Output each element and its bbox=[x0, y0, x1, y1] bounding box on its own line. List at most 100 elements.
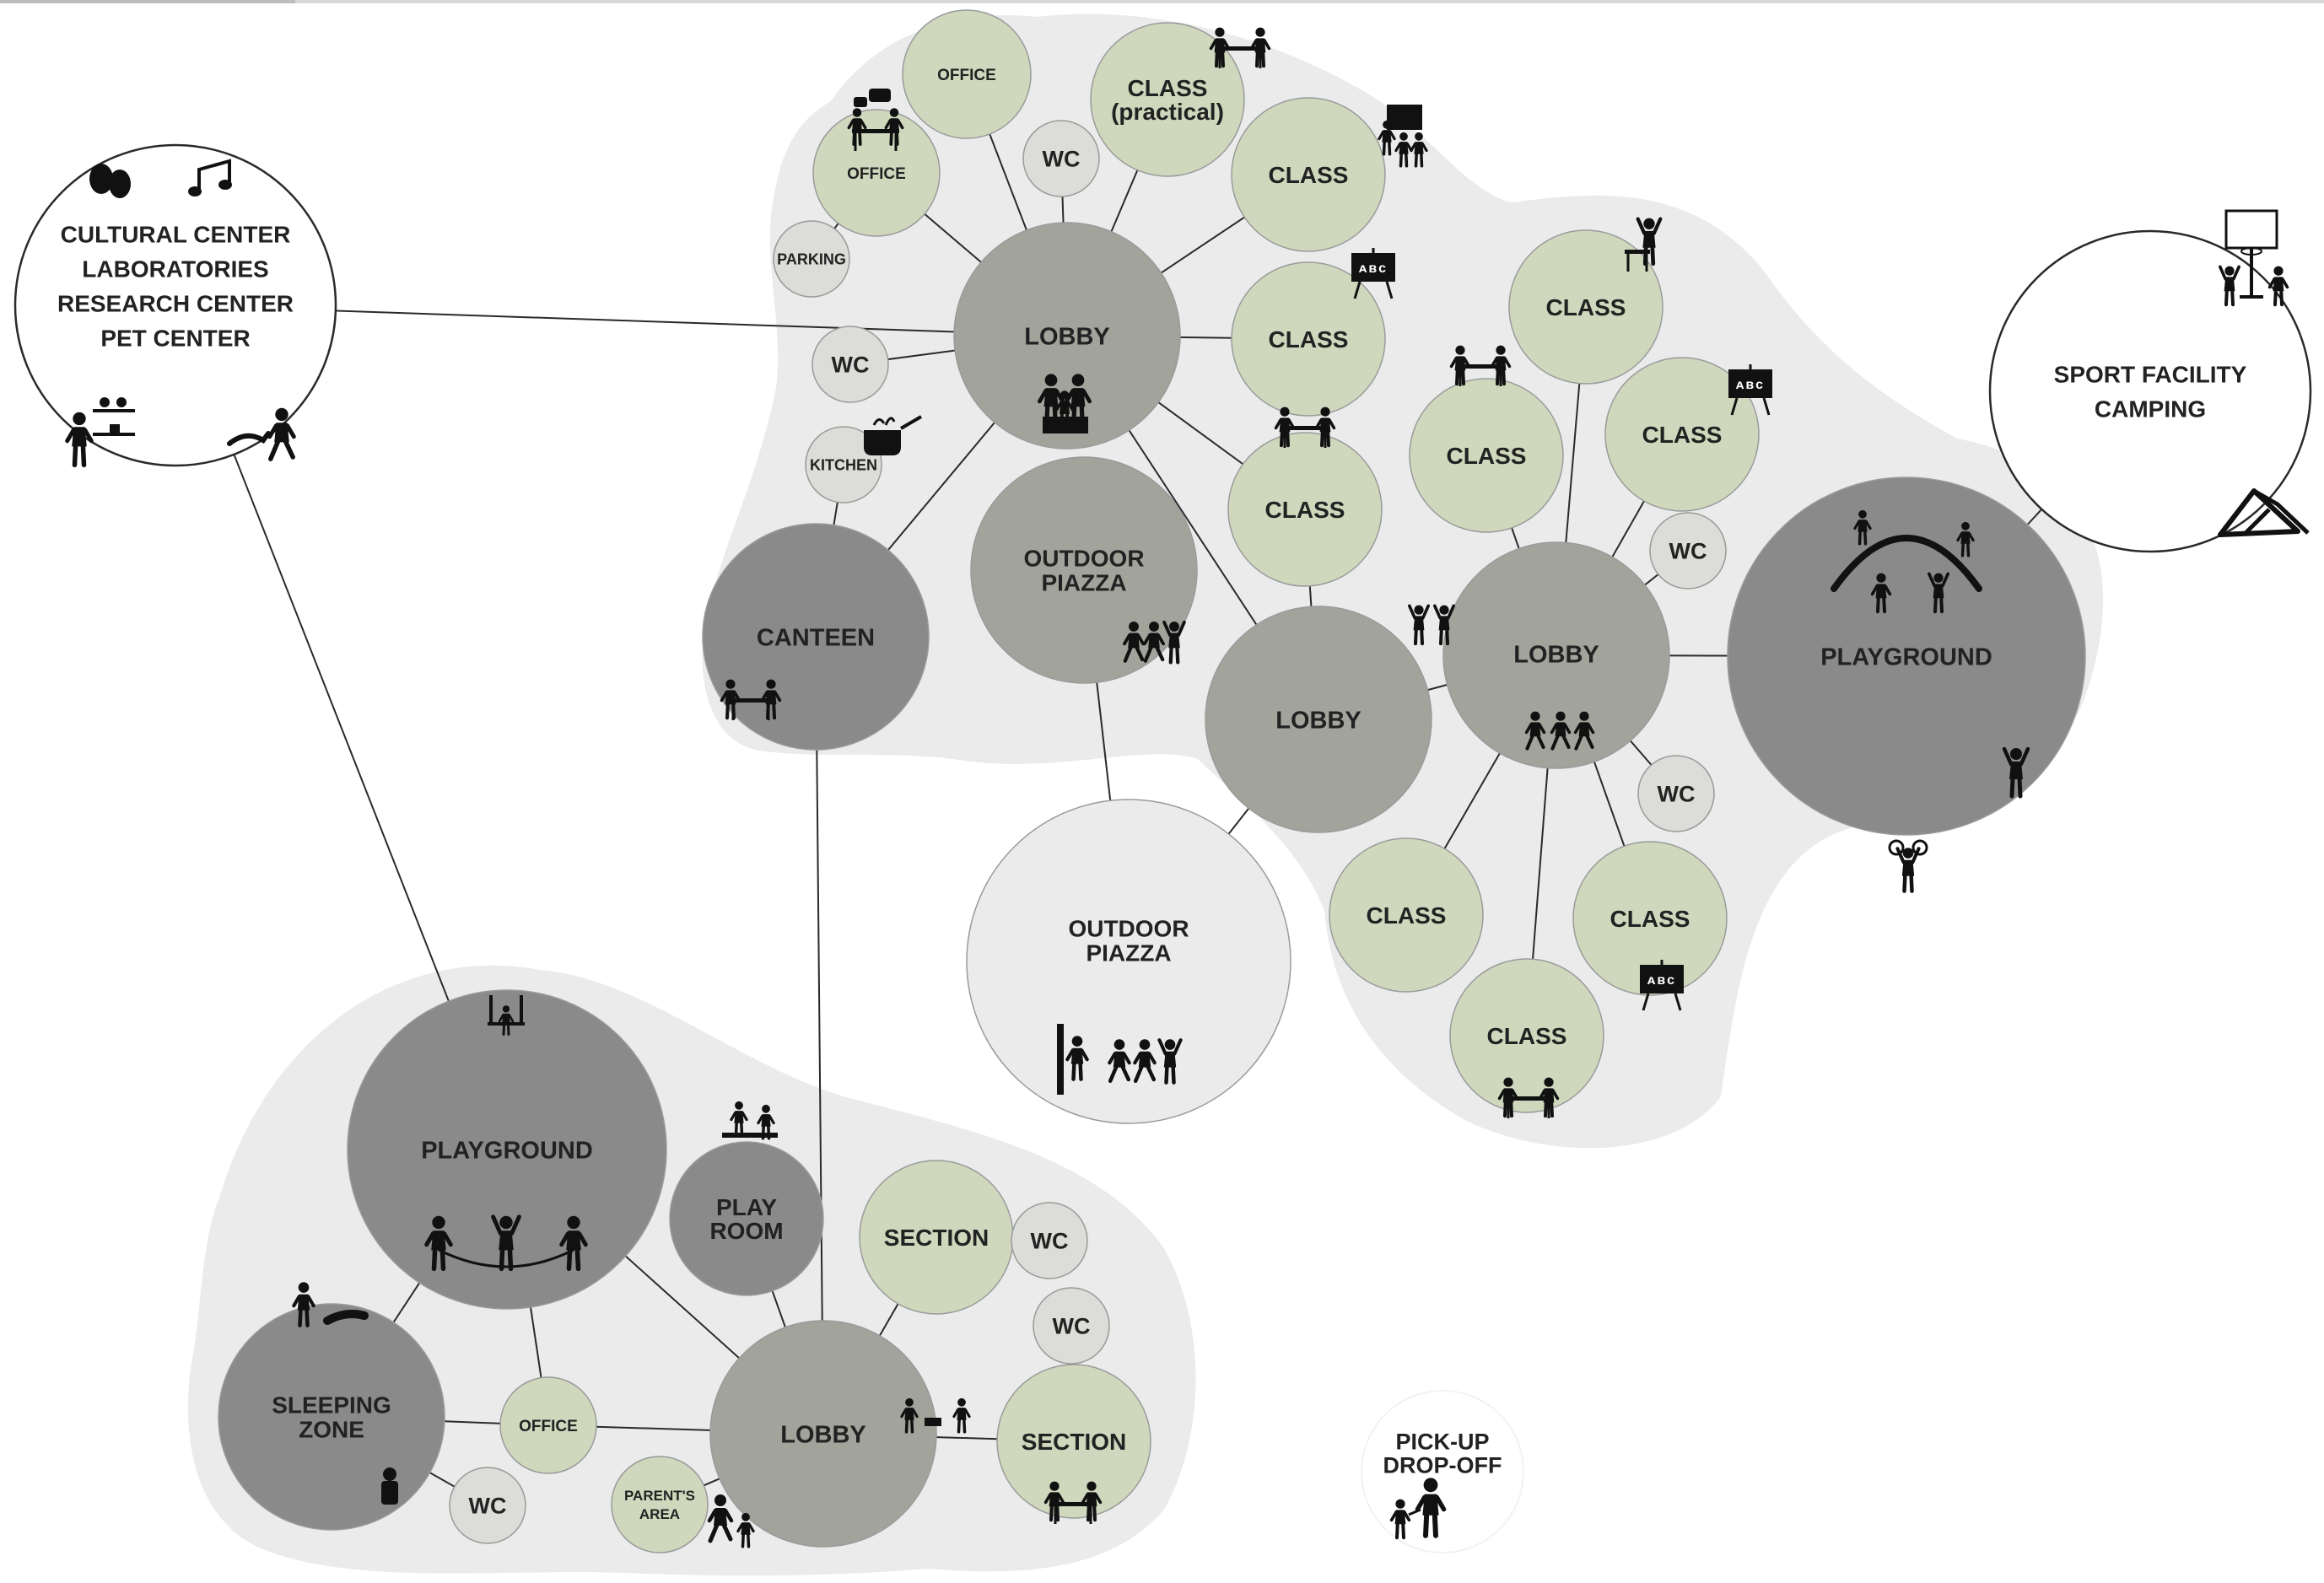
office-meeting-icon bbox=[847, 89, 904, 151]
icon-shape bbox=[760, 691, 782, 703]
node-circle bbox=[1988, 229, 2312, 553]
node-canteen[interactable]: CANTEEN bbox=[702, 523, 930, 751]
icon-shape bbox=[1249, 39, 1271, 51]
icon-shape bbox=[1164, 1064, 1176, 1085]
icon-shape bbox=[1070, 1047, 1084, 1064]
icon-shape bbox=[1414, 605, 1424, 615]
icon-shape bbox=[1730, 364, 1771, 416]
icon-shape bbox=[499, 1215, 513, 1230]
icon-shape bbox=[1168, 633, 1180, 649]
icon-shape bbox=[869, 89, 891, 102]
node-circle bbox=[1329, 837, 1484, 993]
icon-shape bbox=[2219, 265, 2240, 281]
icon-shape bbox=[100, 397, 110, 407]
icon-shape bbox=[847, 118, 867, 130]
icon-shape bbox=[2273, 277, 2284, 292]
node-office-top[interactable]: OFFICE bbox=[902, 9, 1032, 139]
icon-shape bbox=[725, 690, 736, 705]
icon-shape bbox=[566, 1246, 581, 1272]
node-label: PLAY bbox=[716, 1194, 777, 1220]
icon-shape bbox=[1133, 1052, 1157, 1065]
node-playground-left[interactable]: PLAYGROUND bbox=[347, 989, 667, 1310]
node-class-practical[interactable]: CLASS(practical) bbox=[1090, 22, 1245, 177]
icon-shape bbox=[89, 164, 113, 194]
icon-shape bbox=[1858, 530, 1868, 546]
icon-shape bbox=[1123, 645, 1145, 663]
icon-shape bbox=[1933, 573, 1944, 583]
node-office-bottom[interactable]: OFFICE bbox=[499, 1376, 597, 1474]
node-class-4[interactable]: CLASS bbox=[1508, 229, 1663, 385]
node-section-2[interactable]: SECTION bbox=[996, 1364, 1151, 1519]
node-label: PLAYGROUND bbox=[1820, 643, 1992, 670]
node-section-1[interactable]: SECTION bbox=[859, 1160, 1014, 1315]
icon-shape bbox=[1399, 142, 1409, 154]
icon-shape bbox=[2218, 488, 2300, 537]
node-lobby-top[interactable]: LOBBY bbox=[953, 222, 1181, 450]
node-office-left[interactable]: OFFICE bbox=[812, 109, 941, 237]
icon-shape bbox=[2009, 762, 2023, 779]
node-class-9[interactable]: CLASS bbox=[1449, 958, 1604, 1113]
icon-shape bbox=[1960, 541, 1971, 557]
icon-shape bbox=[2224, 209, 2278, 250]
node-class-1[interactable]: CLASS bbox=[1231, 97, 1386, 252]
node-kitchen[interactable]: KITCHEN bbox=[805, 426, 882, 503]
node-wc-left[interactable]: WC bbox=[812, 326, 889, 403]
icon-shape bbox=[73, 412, 86, 426]
icon-shape bbox=[227, 431, 271, 446]
node-lobby-mid[interactable]: LOBBY bbox=[1205, 606, 1432, 833]
icon-shape bbox=[1143, 633, 1165, 646]
node-class-2[interactable]: CLASS bbox=[1231, 261, 1386, 417]
node-circle bbox=[1649, 512, 1727, 590]
node-label: CLASS bbox=[1367, 902, 1447, 929]
icon-shape bbox=[1395, 1499, 1405, 1509]
icon-shape bbox=[2267, 277, 2289, 289]
node-class-8[interactable]: CLASS bbox=[1572, 841, 1728, 996]
icon-shape bbox=[1043, 1493, 1065, 1505]
node-wc-right2[interactable]: WC bbox=[1637, 755, 1715, 832]
node-wc-top[interactable]: WC bbox=[1022, 120, 1100, 197]
climbing-child-icon bbox=[2002, 746, 2030, 799]
node-wc-s2[interactable]: WC bbox=[1033, 1287, 1110, 1365]
children-running-icon bbox=[1123, 620, 1186, 665]
students-at-desk-icon bbox=[1449, 345, 1512, 386]
node-lobby-right[interactable]: LOBBY bbox=[1442, 541, 1670, 769]
icon-shape bbox=[1044, 374, 1058, 387]
icon-shape bbox=[736, 1522, 755, 1533]
icon-shape bbox=[1642, 960, 1682, 1011]
node-circle bbox=[805, 426, 882, 503]
node-label: LOBBY bbox=[1024, 323, 1110, 350]
icon-shape bbox=[218, 180, 232, 190]
icon-shape bbox=[707, 1508, 734, 1523]
icon-shape bbox=[323, 1310, 369, 1325]
icon-shape bbox=[1320, 407, 1330, 417]
icon-shape bbox=[714, 1494, 726, 1506]
icon-shape bbox=[431, 1230, 446, 1251]
node-lobby-bottom[interactable]: LOBBY bbox=[709, 1320, 937, 1548]
node-class-7[interactable]: CLASS bbox=[1329, 837, 1484, 993]
icon-shape bbox=[1108, 1052, 1131, 1065]
icon-shape bbox=[1320, 429, 1330, 448]
node-parking[interactable]: PARKING bbox=[773, 220, 850, 298]
icon-shape bbox=[1858, 520, 1868, 532]
node-playground-right[interactable]: PLAYGROUND bbox=[1727, 477, 2086, 836]
icon-shape bbox=[93, 433, 135, 436]
node-wc-bottom[interactable]: WC bbox=[449, 1467, 526, 1544]
node-label: PIAZZA bbox=[1041, 570, 1126, 596]
node-circle bbox=[812, 326, 889, 403]
node-wc-s1[interactable]: WC bbox=[1011, 1202, 1088, 1279]
node-label: PET CENTER bbox=[100, 326, 250, 352]
children-running-icon bbox=[1524, 711, 1595, 751]
node-label: OFFICE bbox=[847, 165, 906, 183]
node-class-3[interactable]: CLASS bbox=[1227, 432, 1383, 587]
node-class-6[interactable]: CLASS bbox=[1604, 357, 1760, 512]
node-wc-right[interactable]: WC bbox=[1649, 512, 1727, 590]
node-class-5[interactable]: CLASS bbox=[1409, 378, 1564, 533]
